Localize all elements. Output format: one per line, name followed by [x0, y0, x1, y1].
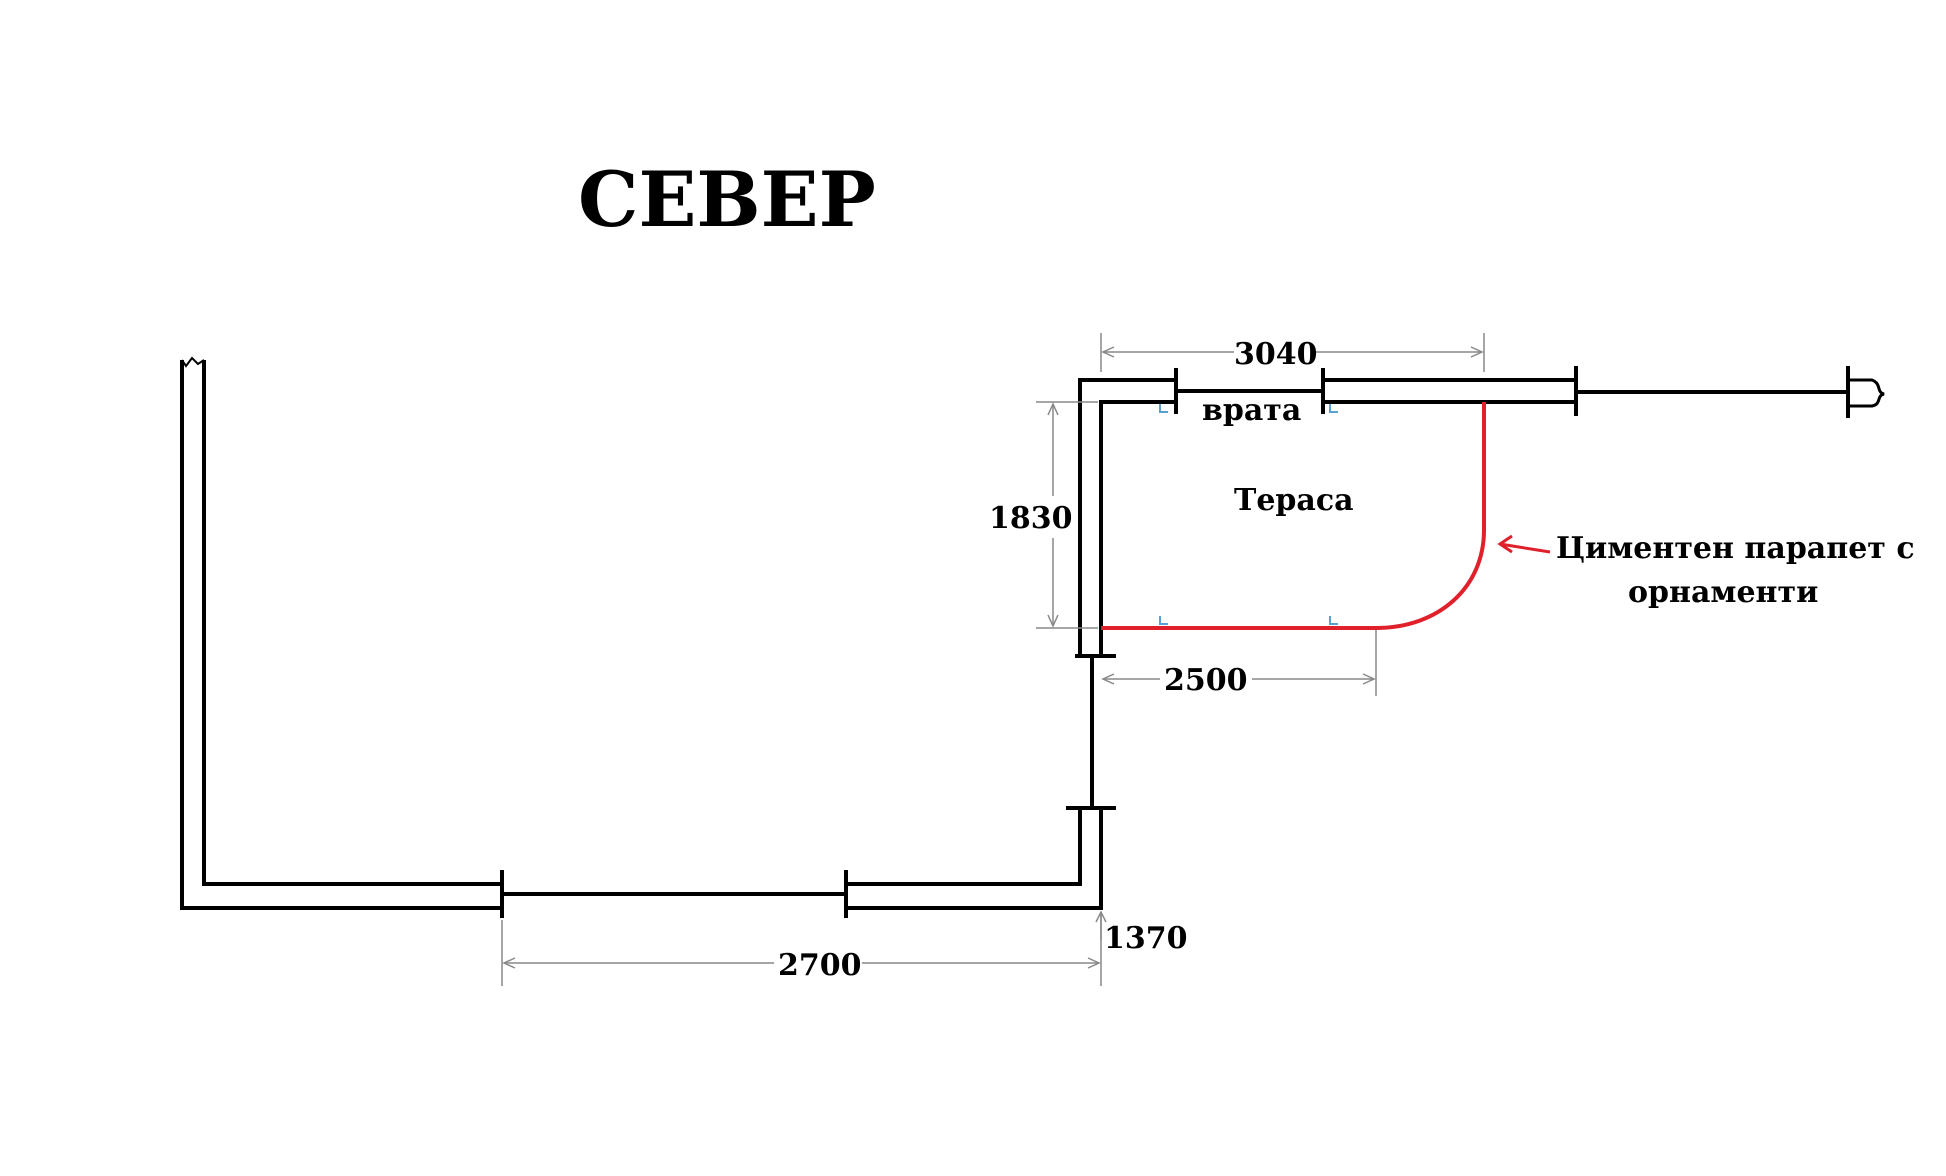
- walls: [180, 356, 1885, 918]
- terrace-wall-outer: [1078, 378, 1176, 656]
- dimension-terrace-height: 1830: [989, 501, 1073, 536]
- right-wall-stub: [1848, 378, 1885, 408]
- parapet-arrow: [1497, 534, 1551, 554]
- title-north: СЕВЕР: [578, 155, 876, 244]
- dimension-terrace-width: 2500: [1164, 663, 1248, 698]
- door-label: врата: [1202, 393, 1301, 428]
- opening-markers: [1159, 404, 1338, 625]
- parapet-label-line2: орнаменти: [1628, 575, 1818, 610]
- terrace-wall-inner: [1099, 400, 1176, 656]
- bottom-right-wall-inner: [846, 808, 1082, 886]
- terrace-label: Тераса: [1234, 483, 1354, 518]
- dimension-corner-offset: 1370: [1104, 921, 1188, 956]
- dimension-top-width: 3040: [1234, 337, 1318, 372]
- dimension-bottom-width: 2700: [778, 948, 862, 983]
- left-wall-inner: [202, 360, 502, 886]
- dimension-lines: [501, 333, 1485, 986]
- bottom-right-wall-outer: [846, 808, 1103, 910]
- left-wall-outer: [180, 360, 502, 910]
- left-wall-break: [181, 356, 205, 368]
- cement-parapet: [1101, 402, 1486, 630]
- parapet-label-line1: Циментен парапет с: [1556, 531, 1915, 566]
